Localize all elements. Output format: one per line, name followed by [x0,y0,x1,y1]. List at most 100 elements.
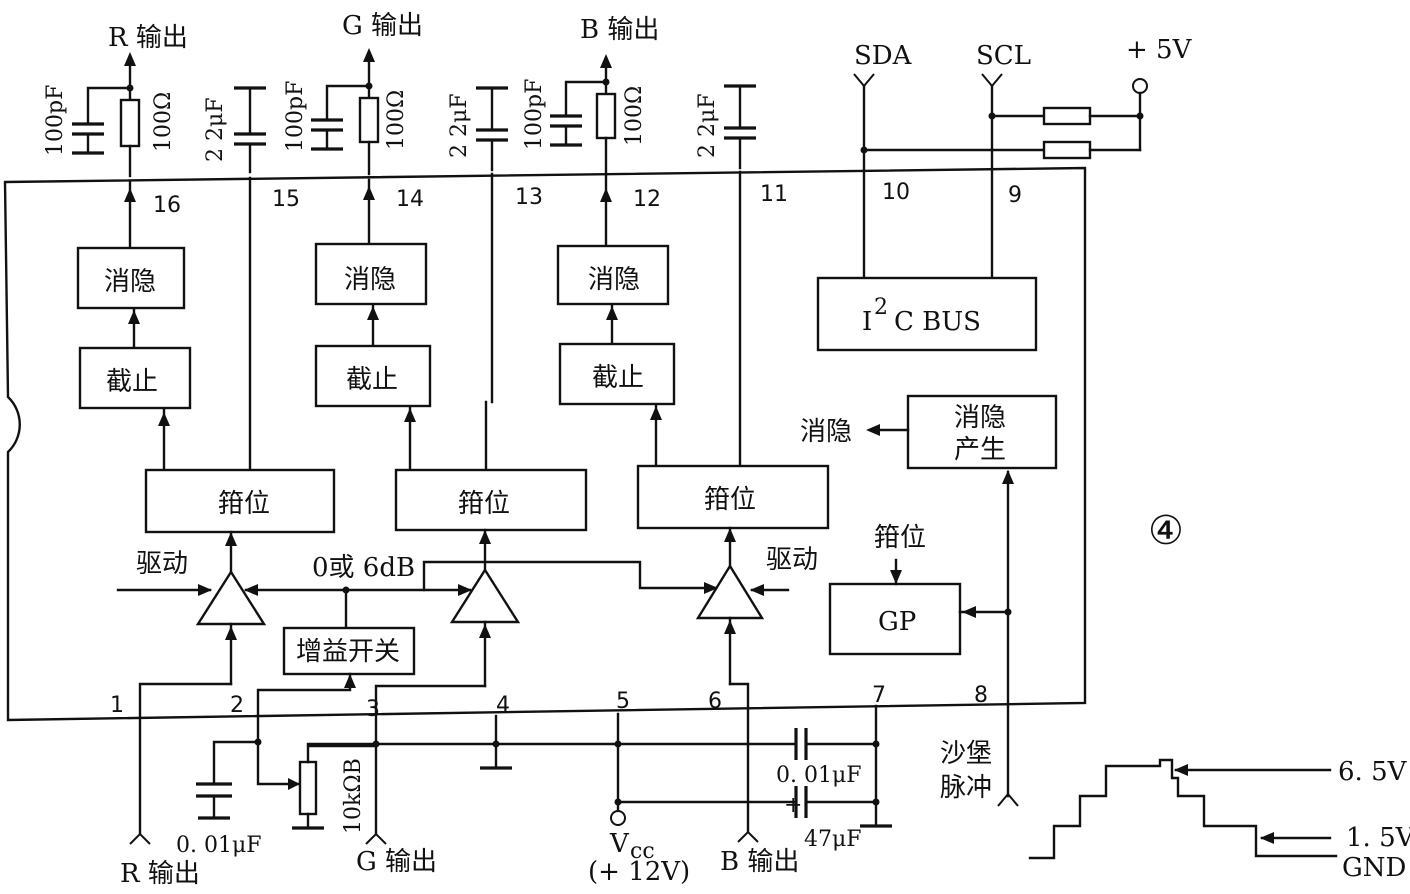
cap-47uf-label: 47μF [804,827,862,852]
vcc-sub-label: cc [630,839,655,864]
r-cap-100pf-label: 100pF [43,85,68,156]
wave-15v-label: 1. 5V [1346,823,1410,853]
r-clamp-label: 箝位 [218,489,270,519]
b-output-network: B 输出 100pF 100Ω [522,15,659,174]
b-drive-label: 驱动 [766,545,818,575]
b-amplifier: 驱动 [695,526,818,843]
b-cap-100pf-label: 100pF [522,79,547,150]
bottom-pin-numbers: 1 2 3 4 5 6 7 8 [110,683,988,722]
pin-7: 7 [872,683,886,708]
pin-13: 13 [515,185,543,210]
sandcastle-label-1: 沙堡 [940,739,992,769]
vcc-voltage-label: (+ 12V) [588,857,690,887]
pin-3: 3 [366,697,380,722]
g-output-top-label: G 输出 [342,11,423,41]
blanking-generator-block: 消隐 产生 消隐 [800,394,1058,470]
pot-10k-label: 10kΩB [341,758,366,834]
pin-14: 14 [396,187,424,212]
g-output-bottom-label: G 输出 [356,847,437,877]
cap-001uf-right-label: 0. 01μF [776,763,862,788]
r-drive-label: 驱动 [136,549,188,579]
i2c-label-i: I [862,307,872,337]
r-blanking-label: 消隐 [104,267,156,297]
pin15-cap-label: 2 2μF [203,97,228,162]
r-amplifier: 驱动 [116,530,267,845]
sda-label: SDA [854,41,913,71]
g-amplifier [365,528,521,845]
r-cutoff-label: 截止 [106,367,158,397]
i2c-bus-inputs: SDA SCL + 5V [853,35,1193,280]
blank-gen-label-1: 消隐 [954,403,1006,433]
b-cutoff-block: 截止 [558,342,676,406]
pin-10: 10 [882,180,910,205]
scl-pullup-resistor [1042,106,1092,126]
cap-47uf-plus: + [784,793,802,818]
pin2-network: 0. 01μF [176,738,262,858]
plus-5v-label: + 5V [1126,35,1193,65]
pin-5: 5 [616,689,630,714]
pin-6: 6 [708,689,722,714]
r-resistor-100ohm [119,98,141,148]
gain-switch-label: 增益开关 [296,637,400,667]
b-blanking-label: 消隐 [588,265,640,295]
internal-wiring [124,170,742,472]
scl-label: SCL [976,41,1031,71]
gp-label: GP [878,607,916,637]
r-output-top-label: R 输出 [108,23,188,53]
pin-8: 8 [974,683,988,708]
vcc-terminal [610,810,626,826]
r-res-100ohm-label: 100Ω [151,92,176,152]
g-blanking-block: 消隐 [314,242,428,306]
b-clamp-block: 箝位 [636,464,830,530]
pin-16: 16 [153,193,181,218]
g-output-network: G 输出 100pF 100Ω [283,11,423,176]
pin-12: 12 [633,187,661,212]
g-res-100ohm-label: 100Ω [384,90,409,150]
g-cap-100pf-label: 100pF [283,81,308,152]
sandcastle-waveform: 6. 5V 1. 5V GND [1028,757,1410,883]
gain-0-6db-label: 0或 6dB [312,553,415,583]
gain-switch: 0或 6dB 增益开关 [244,553,718,786]
g-blanking-label: 消隐 [344,265,396,295]
b-resistor-100ohm [595,92,617,140]
vcc-label: V [609,829,630,859]
pin2-cap-label: 0. 01μF [176,833,262,858]
pin15-cap-2-2uf: 2 2μF [203,86,266,174]
i2c-bus-block: I 2 C BUS [816,276,1038,352]
r-output-network: R 输出 100pF 100Ω [43,23,188,178]
top-pin-numbers: 16 15 14 13 12 11 10 9 [153,180,1022,218]
wave-65v-label: 6. 5V [1338,757,1408,787]
pin-2: 2 [230,693,244,718]
i2c-label-sup: 2 [874,295,888,320]
pin11-cap-2-2uf: 2 2μF [695,84,756,170]
b-clamp-label: 箝位 [704,485,756,515]
pin-1: 1 [110,693,124,718]
circled-number-4: ④ [1148,508,1184,554]
pin13-cap-2-2uf: 2 2μF [447,86,508,172]
pin-15: 15 [272,187,300,212]
i2c-label-rest: C BUS [894,307,981,337]
potentiometer-10k: 10kΩB [288,744,378,834]
plus-5v-terminal [1132,78,1148,94]
blank-gen-label-2: 产生 [954,435,1006,465]
sandcastle-label-2: 脉冲 [940,773,992,803]
g-cutoff-label: 截止 [346,365,398,395]
r-blanking-block: 消隐 [76,246,186,310]
g-resistor-100ohm [358,96,380,144]
g-cutoff-block: 截止 [314,344,432,408]
b-blanking-block: 消隐 [556,244,670,306]
r-output-bottom-label: R 输出 [120,859,200,889]
pin-11: 11 [760,182,788,207]
b-res-100ohm-label: 100Ω [622,86,647,146]
g-clamp-block: 箝位 [394,468,588,532]
g-clamp-label: 箝位 [458,489,510,519]
pin13-cap-label: 2 2μF [447,93,472,158]
sda-pullup-resistor [1042,140,1092,160]
b-output-bottom-label: B 输出 [720,847,799,877]
r-cutoff-block: 截止 [78,346,192,410]
b-output-top-label: B 输出 [580,15,659,45]
pin-4: 4 [496,693,510,718]
r-clamp-block: 箝位 [144,468,336,534]
ic-package-outline [3,166,1087,722]
